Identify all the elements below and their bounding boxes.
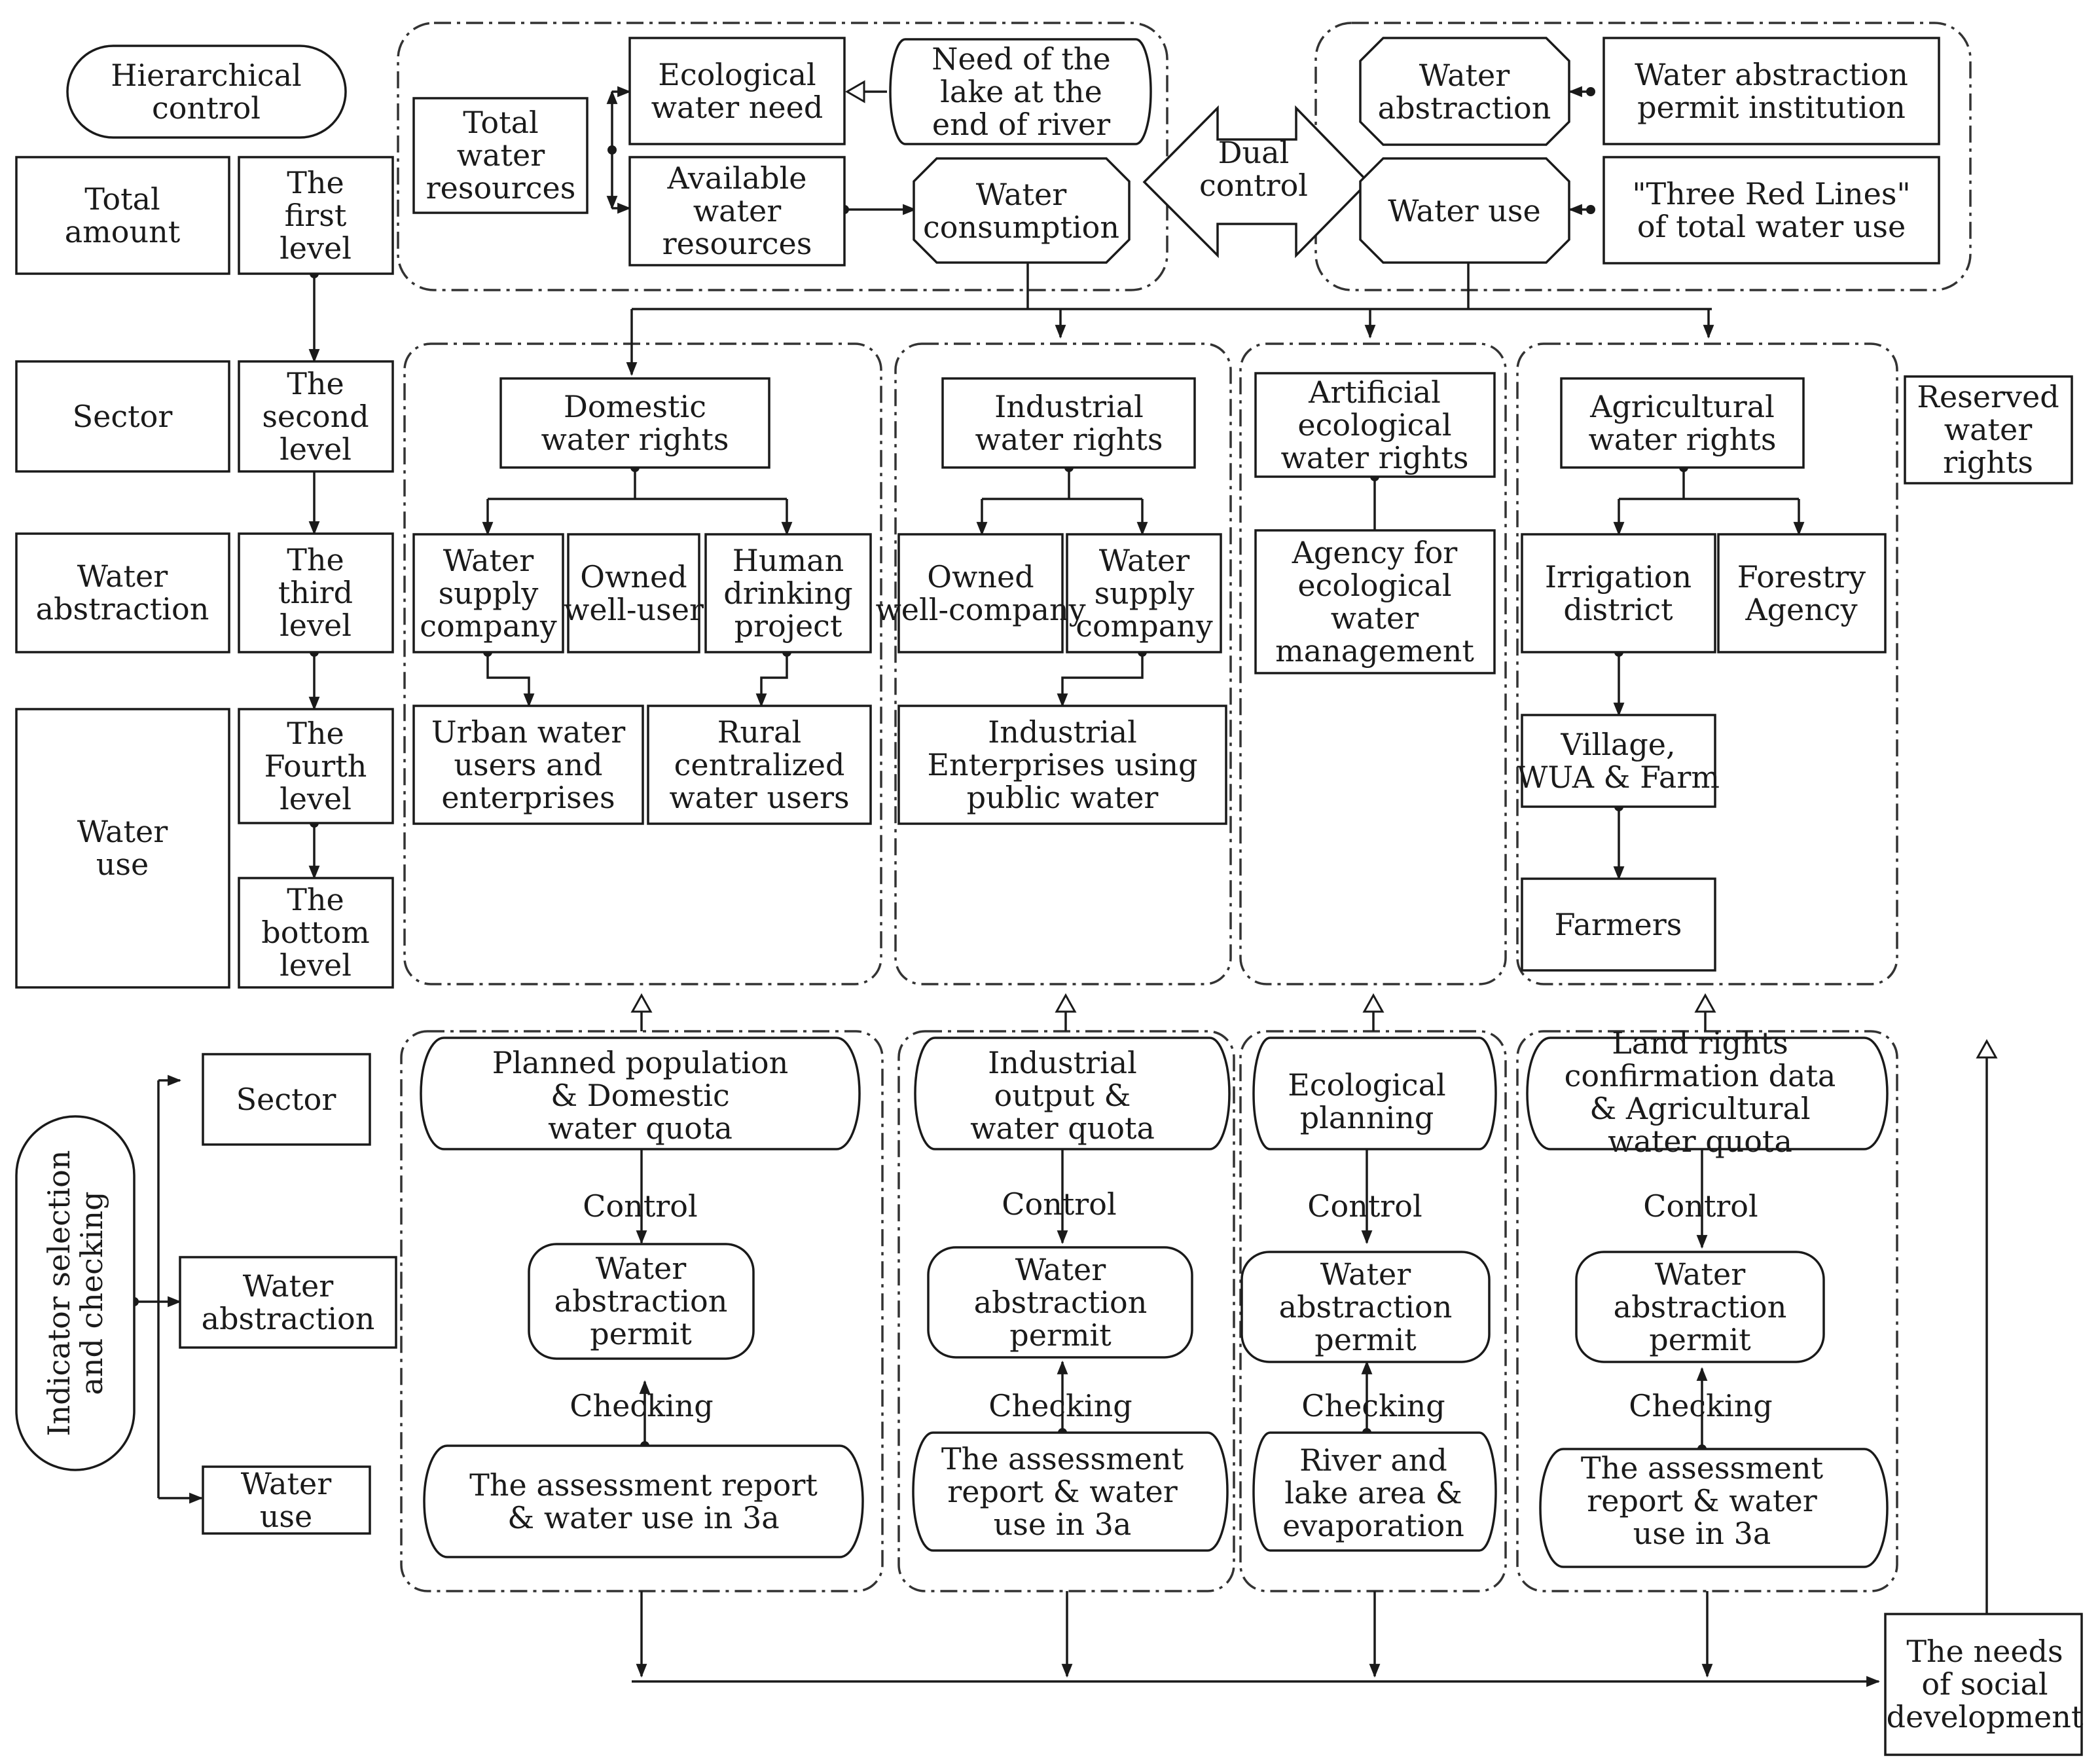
farmers-label: Farmers [1555,907,1682,942]
indicator-sector-label: Sector [236,1082,336,1117]
domestic-checking-label: Checking [570,1388,713,1423]
domestic-control-label: Control [583,1188,697,1224]
sector-label: Sector [73,399,173,434]
indicator-selection-label: Indicator selectionand checking [41,1150,109,1437]
village-wua-farm-label: Village,WUA & Farm [1517,727,1720,795]
three-red-lines-label: "Three Red Lines"of total water use [1632,176,1910,244]
water-use-top-label: Water use [1388,193,1540,229]
industrial-control-label: Control [1002,1186,1116,1222]
ecological-checking-label: Checking [1301,1388,1445,1423]
agricultural-control-label: Control [1643,1188,1758,1224]
industrial-checking-label: Checking [988,1388,1132,1423]
agricultural-checking-label: Checking [1629,1388,1772,1423]
connectors [134,80,1998,1687]
domestic-report-label: The assessment report& water use in 3a [469,1467,818,1535]
shapes [15,37,2083,1756]
ecological-control-label: Control [1307,1188,1422,1224]
